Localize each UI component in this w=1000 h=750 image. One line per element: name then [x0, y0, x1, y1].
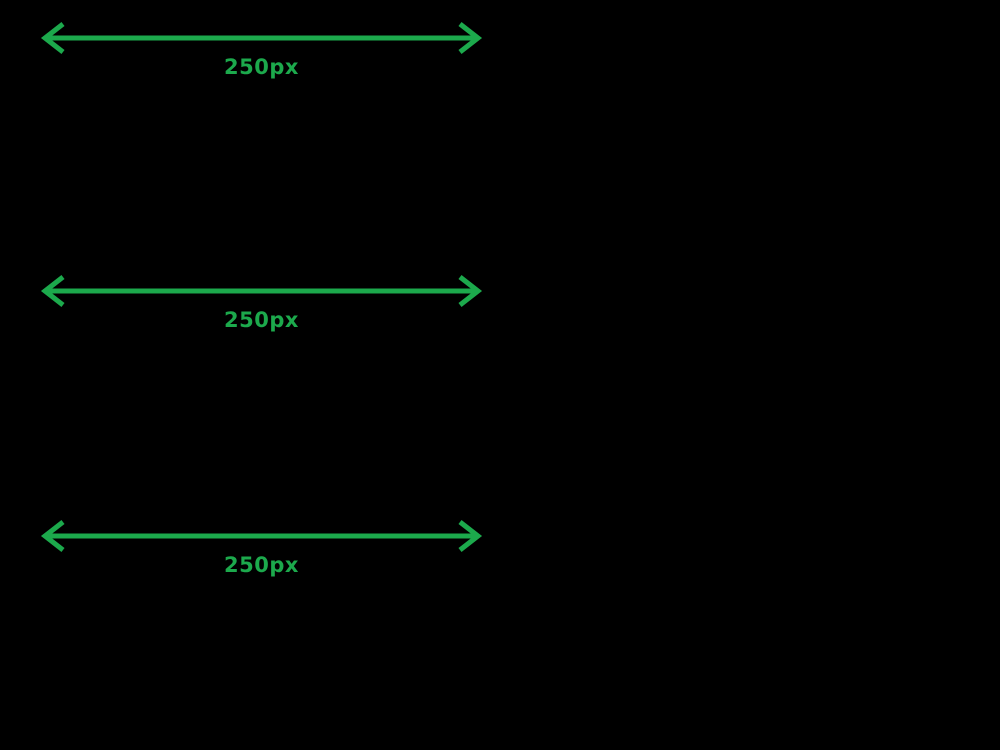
measurement-label: 250px — [224, 308, 299, 332]
measurement-annotation-2: 250px — [40, 273, 483, 331]
double-headed-arrow-icon — [40, 275, 483, 307]
double-headed-arrow-icon — [40, 22, 483, 54]
double-headed-arrow-icon — [40, 520, 483, 552]
measurement-annotation-3: 250px — [40, 518, 483, 576]
measurement-label: 250px — [224, 553, 299, 577]
measurement-annotation-1: 250px — [40, 20, 483, 78]
measurement-label: 250px — [224, 55, 299, 79]
